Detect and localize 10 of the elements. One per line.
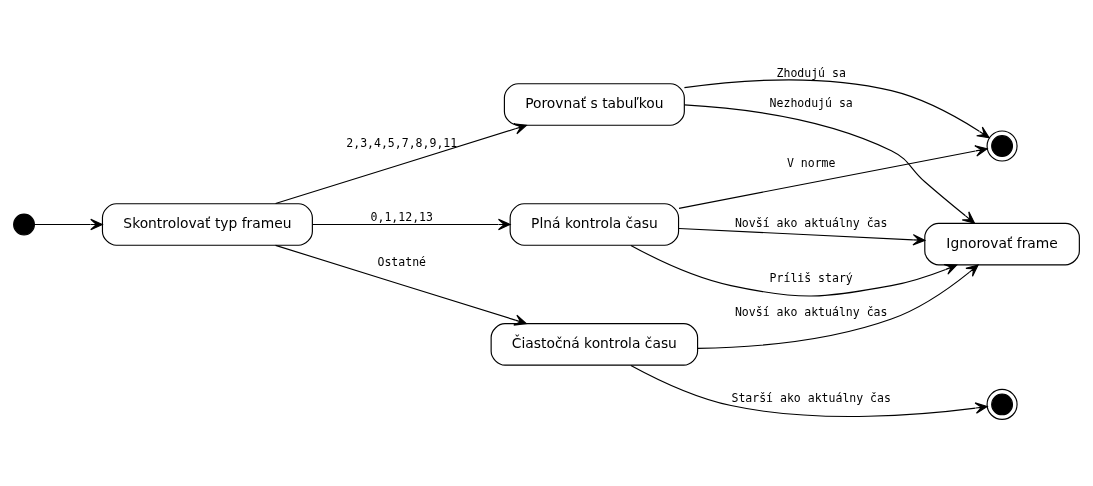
edge-label: 2,3,4,5,7,8,9,11 [346,135,458,150]
edge-label: Novší ako aktuálny čas [734,304,888,319]
edge-label: 0,1,12,13 [370,209,433,224]
edge-label: Novší ako aktuálny čas [734,215,888,230]
edge-label: Zhodujú sa [776,65,846,80]
edge-label: Starší ako aktuálny čas [731,390,891,405]
edge-label: V norme [786,155,836,170]
edge-label: Ostatné [377,254,427,269]
edge-label: Nezhodujú sa [769,95,853,110]
edge-label: Príliš starý [769,270,853,285]
